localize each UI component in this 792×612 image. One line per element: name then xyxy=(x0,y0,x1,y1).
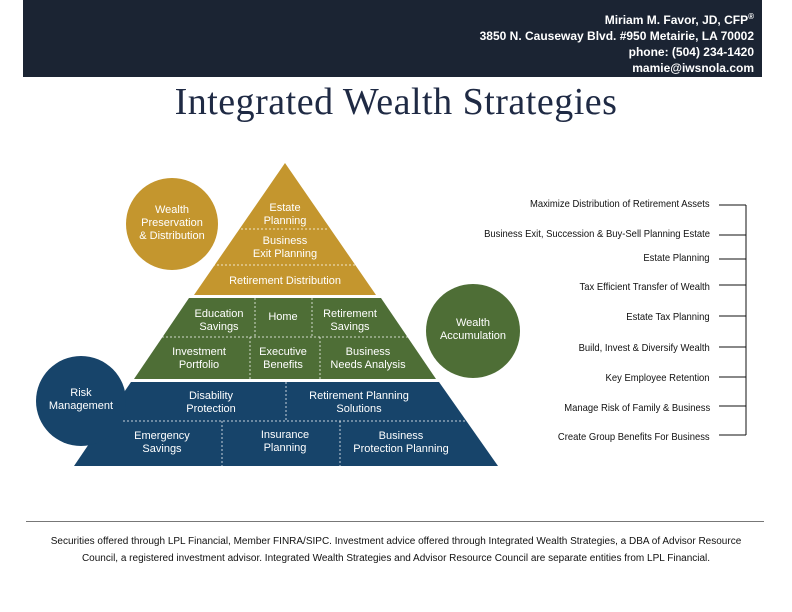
disclaimer: Securities offered through LPL Financial… xyxy=(50,536,742,564)
list-item: Build, Invest & Diversify Wealth xyxy=(578,342,710,354)
footer-divider xyxy=(26,521,764,522)
right-list-bracket xyxy=(719,204,747,436)
contact-block: Miriam M. Favor, JD, CFP® 3850 N. Causew… xyxy=(480,9,754,76)
pyramid-middle-section xyxy=(134,298,436,379)
risk-management-circle xyxy=(36,356,126,446)
email: mamie@iwsnola.com xyxy=(632,61,754,75)
registered-mark: ® xyxy=(748,12,754,21)
pyramid-dividers xyxy=(103,228,468,466)
list-item: Estate Planning xyxy=(643,252,710,264)
cell-retirement-distribution: Retirement Distribution xyxy=(229,275,341,287)
list-item: Key Employee Retention xyxy=(605,372,710,384)
pyramid-bottom-section xyxy=(74,382,498,466)
wealth-preservation-circle xyxy=(126,178,218,270)
contact-header: Miriam M. Favor, JD, CFP® 3850 N. Causew… xyxy=(23,0,762,77)
list-item: Business Exit, Succession & Buy-Sell Pla… xyxy=(484,228,710,240)
address: 3850 N. Causeway Blvd. #950 Metairie, LA… xyxy=(479,29,754,43)
page-title: Integrated Wealth Strategies xyxy=(174,81,618,123)
list-item: Tax Efficient Transfer of Wealth xyxy=(579,281,710,293)
cell-home: Home xyxy=(268,311,297,323)
advisor-name: Miriam M. Favor, JD, CFP xyxy=(604,13,749,27)
list-item: Manage Risk of Family & Business xyxy=(563,402,710,414)
wealth-accumulation-circle xyxy=(426,284,520,378)
list-item: Create Group Benefits For Business xyxy=(558,431,710,443)
list-item: Maximize Distribution of Retirement Asse… xyxy=(530,198,710,210)
phone: phone: (504) 234-1420 xyxy=(628,45,754,59)
list-item: Estate Tax Planning xyxy=(626,311,710,323)
